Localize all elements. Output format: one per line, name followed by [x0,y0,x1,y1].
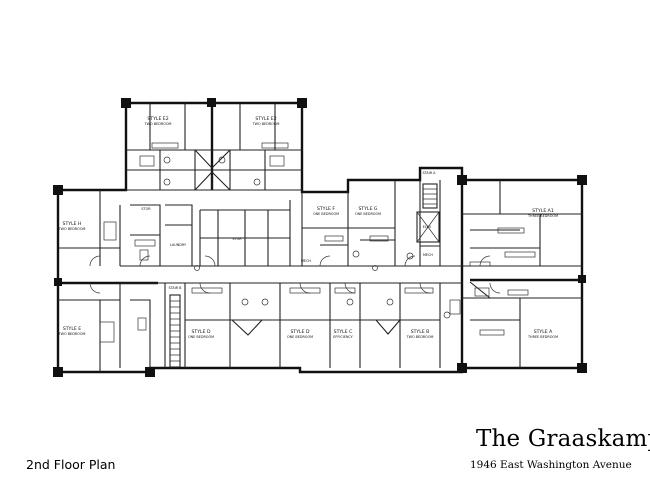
stair-treads [169,183,438,368]
unit-style-label: STYLE E2 [255,116,276,122]
room-label: STOR [141,207,151,211]
unit-bedroom-label: TWO BEDROOM [144,122,172,126]
unit-bedroom-label: THREE BEDROOM [527,335,558,339]
room-label: STOR [232,237,242,241]
building-address: 1946 East Washington Avenue [470,459,632,471]
fixtures [99,142,536,343]
unit-bedroom-label: ONE BEDROOM [188,335,214,339]
unit-style-label: STYLE E2 [147,116,168,122]
floor-label: 2nd Floor Plan [26,457,116,472]
unit-bedroom-label: TWO BEDROOM [58,332,86,336]
room-label: ELEV [423,225,432,229]
unit-bedroom-label: TWO BEDROOM [58,227,86,231]
room-label: MECH [423,253,433,257]
interior-partitions [58,103,582,372]
unit-bedroom-label: ONE BEDROOM [313,212,339,216]
unit-bedroom-label: TWO BEDROOM [252,122,280,126]
unit-bedroom-label: TWO BEDROOM [406,335,434,339]
room-label: MECH [301,259,311,263]
unit-style-label: STYLE H [63,221,82,227]
unit-style-label: STYLE E [63,326,81,332]
bath-cores [194,149,491,336]
door-swings [89,255,501,294]
unit-style-label: STYLE D [192,329,211,335]
unit-style-label: STYLE C [334,329,353,335]
columns [53,98,587,377]
unit-bedroom-label: THREE BEDROOM [527,214,558,218]
unit-style-label: STYLE F [317,206,335,212]
unit-bedroom-label: EFFICIENCY [333,335,353,339]
unit-bedroom-label: ONE BEDROOM [287,335,313,339]
unit-style-label: STYLE A [534,329,553,335]
unit-style-label: STYLE D [291,329,310,335]
unit-style-label: STYLE B [411,329,430,335]
exterior-walls [56,101,584,374]
unit-style-label: STYLE A1 [532,208,554,214]
unit-bedroom-label: ONE BEDROOM [355,212,381,216]
unit-style-label: STYLE G [358,206,377,212]
room-label: LAUNDRY [170,243,187,247]
room-label: STAIR B [168,286,182,290]
room-label: STAIR A [422,171,436,175]
building-name: The Graaskamp [476,426,650,452]
